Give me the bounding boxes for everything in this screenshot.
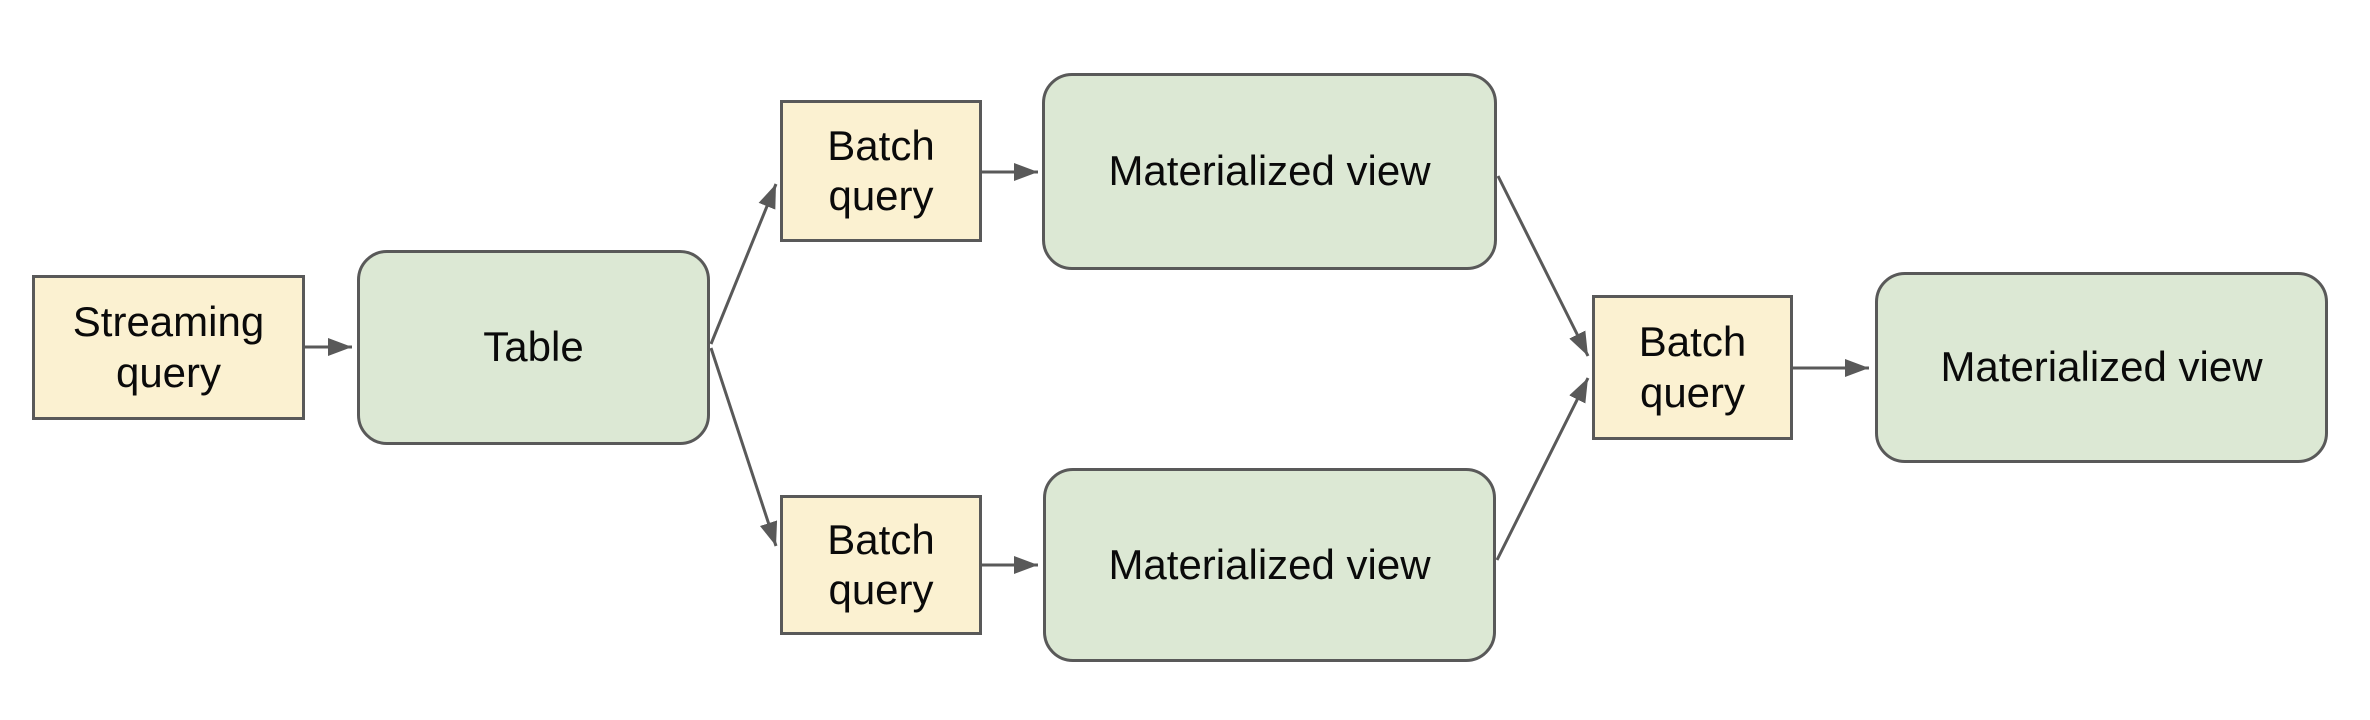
edge-table-to-batch-bottom: [709, 347, 778, 547]
node-label: Streaming query: [72, 298, 265, 396]
node-label: Batch query: [1638, 318, 1747, 416]
node-table: Table: [357, 250, 710, 445]
node-materialized-view-top: Materialized view: [1042, 73, 1497, 270]
node-label: Table: [483, 323, 584, 371]
node-materialized-view-right: Materialized view: [1875, 272, 2328, 463]
node-label: Batch query: [827, 121, 935, 219]
edge-mv-bottom-to-batch-right: [1495, 377, 1590, 561]
node-label: Batch query: [827, 515, 935, 613]
node-batch-query-top: Batch query: [780, 100, 982, 242]
node-batch-query-bottom: Batch query: [780, 495, 982, 635]
edge-mv-top-to-batch-right: [1496, 175, 1590, 357]
node-streaming-query: Streaming query: [32, 275, 305, 420]
edge-table-to-batch-top: [709, 183, 778, 345]
node-batch-query-right: Batch query: [1592, 295, 1793, 440]
node-label: Materialized view: [1940, 343, 2263, 391]
node-label: Materialized view: [1108, 540, 1431, 588]
node-label: Materialized view: [1108, 147, 1431, 195]
node-materialized-view-bottom: Materialized view: [1043, 468, 1496, 662]
